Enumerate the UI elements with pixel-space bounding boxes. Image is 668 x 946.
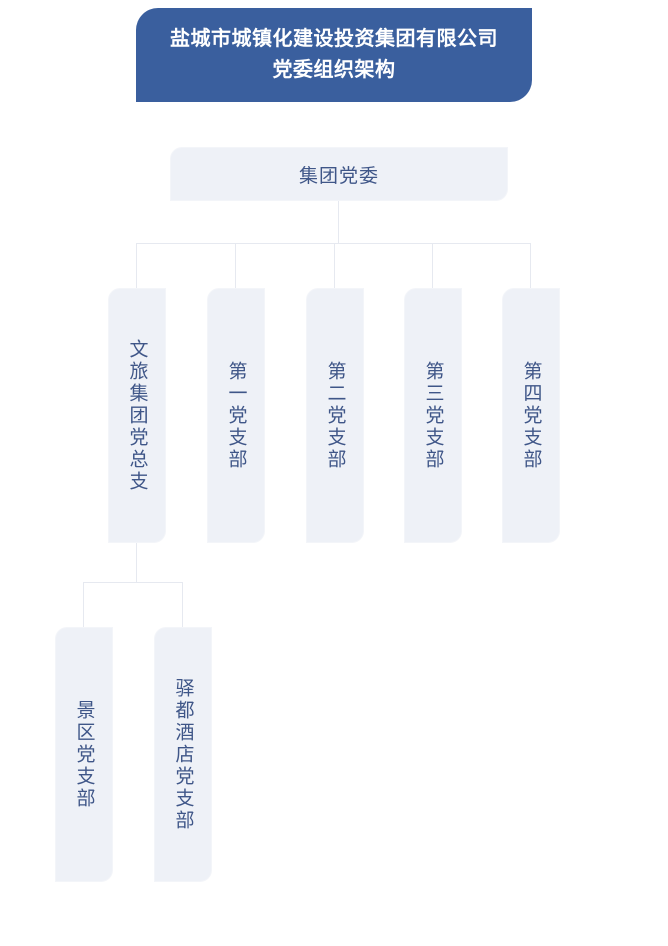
connector-level2-bus: [83, 582, 183, 583]
connector-level2-stem: [136, 543, 137, 583]
connector-drop-level2-0: [83, 582, 84, 627]
connector-root-stem: [338, 201, 339, 244]
org-node-level1-1[interactable]: 第一党支部: [207, 288, 265, 543]
connector-drop-level2-1: [182, 582, 183, 627]
org-node-level1-3-label: 第三党支部: [422, 360, 444, 471]
connector-drop-level1-4: [530, 243, 531, 288]
org-node-root[interactable]: 集团党委: [170, 147, 508, 201]
org-node-level1-0[interactable]: 文旅集团党总支: [108, 288, 166, 543]
org-node-level1-0-label: 文旅集团党总支: [126, 338, 148, 493]
org-node-level1-2[interactable]: 第二党支部: [306, 288, 364, 543]
connector-drop-level1-1: [235, 243, 236, 288]
org-node-level1-3[interactable]: 第三党支部: [404, 288, 462, 543]
connector-drop-level1-0: [136, 243, 137, 288]
connector-drop-level1-2: [334, 243, 335, 288]
org-node-level1-4[interactable]: 第四党支部: [502, 288, 560, 543]
connector-level1-bus: [136, 243, 531, 244]
org-node-root-label: 集团党委: [298, 165, 379, 187]
org-node-level2-0[interactable]: 景区党支部: [55, 627, 113, 882]
connector-drop-level1-3: [432, 243, 433, 288]
chart-title-banner: 盐城市城镇化建设投资集团有限公司 党委组织架构: [136, 8, 532, 102]
org-node-level2-1[interactable]: 驿都酒店党支部: [154, 627, 212, 882]
org-node-level1-4-label: 第四党支部: [520, 360, 542, 471]
chart-title-text: 盐城市城镇化建设投资集团有限公司 党委组织架构: [170, 28, 498, 81]
org-node-level2-0-label: 景区党支部: [73, 699, 95, 810]
org-node-level2-1-label: 驿都酒店党支部: [172, 677, 194, 832]
org-node-level1-1-label: 第一党支部: [225, 360, 247, 471]
org-node-level1-2-label: 第二党支部: [324, 360, 346, 471]
